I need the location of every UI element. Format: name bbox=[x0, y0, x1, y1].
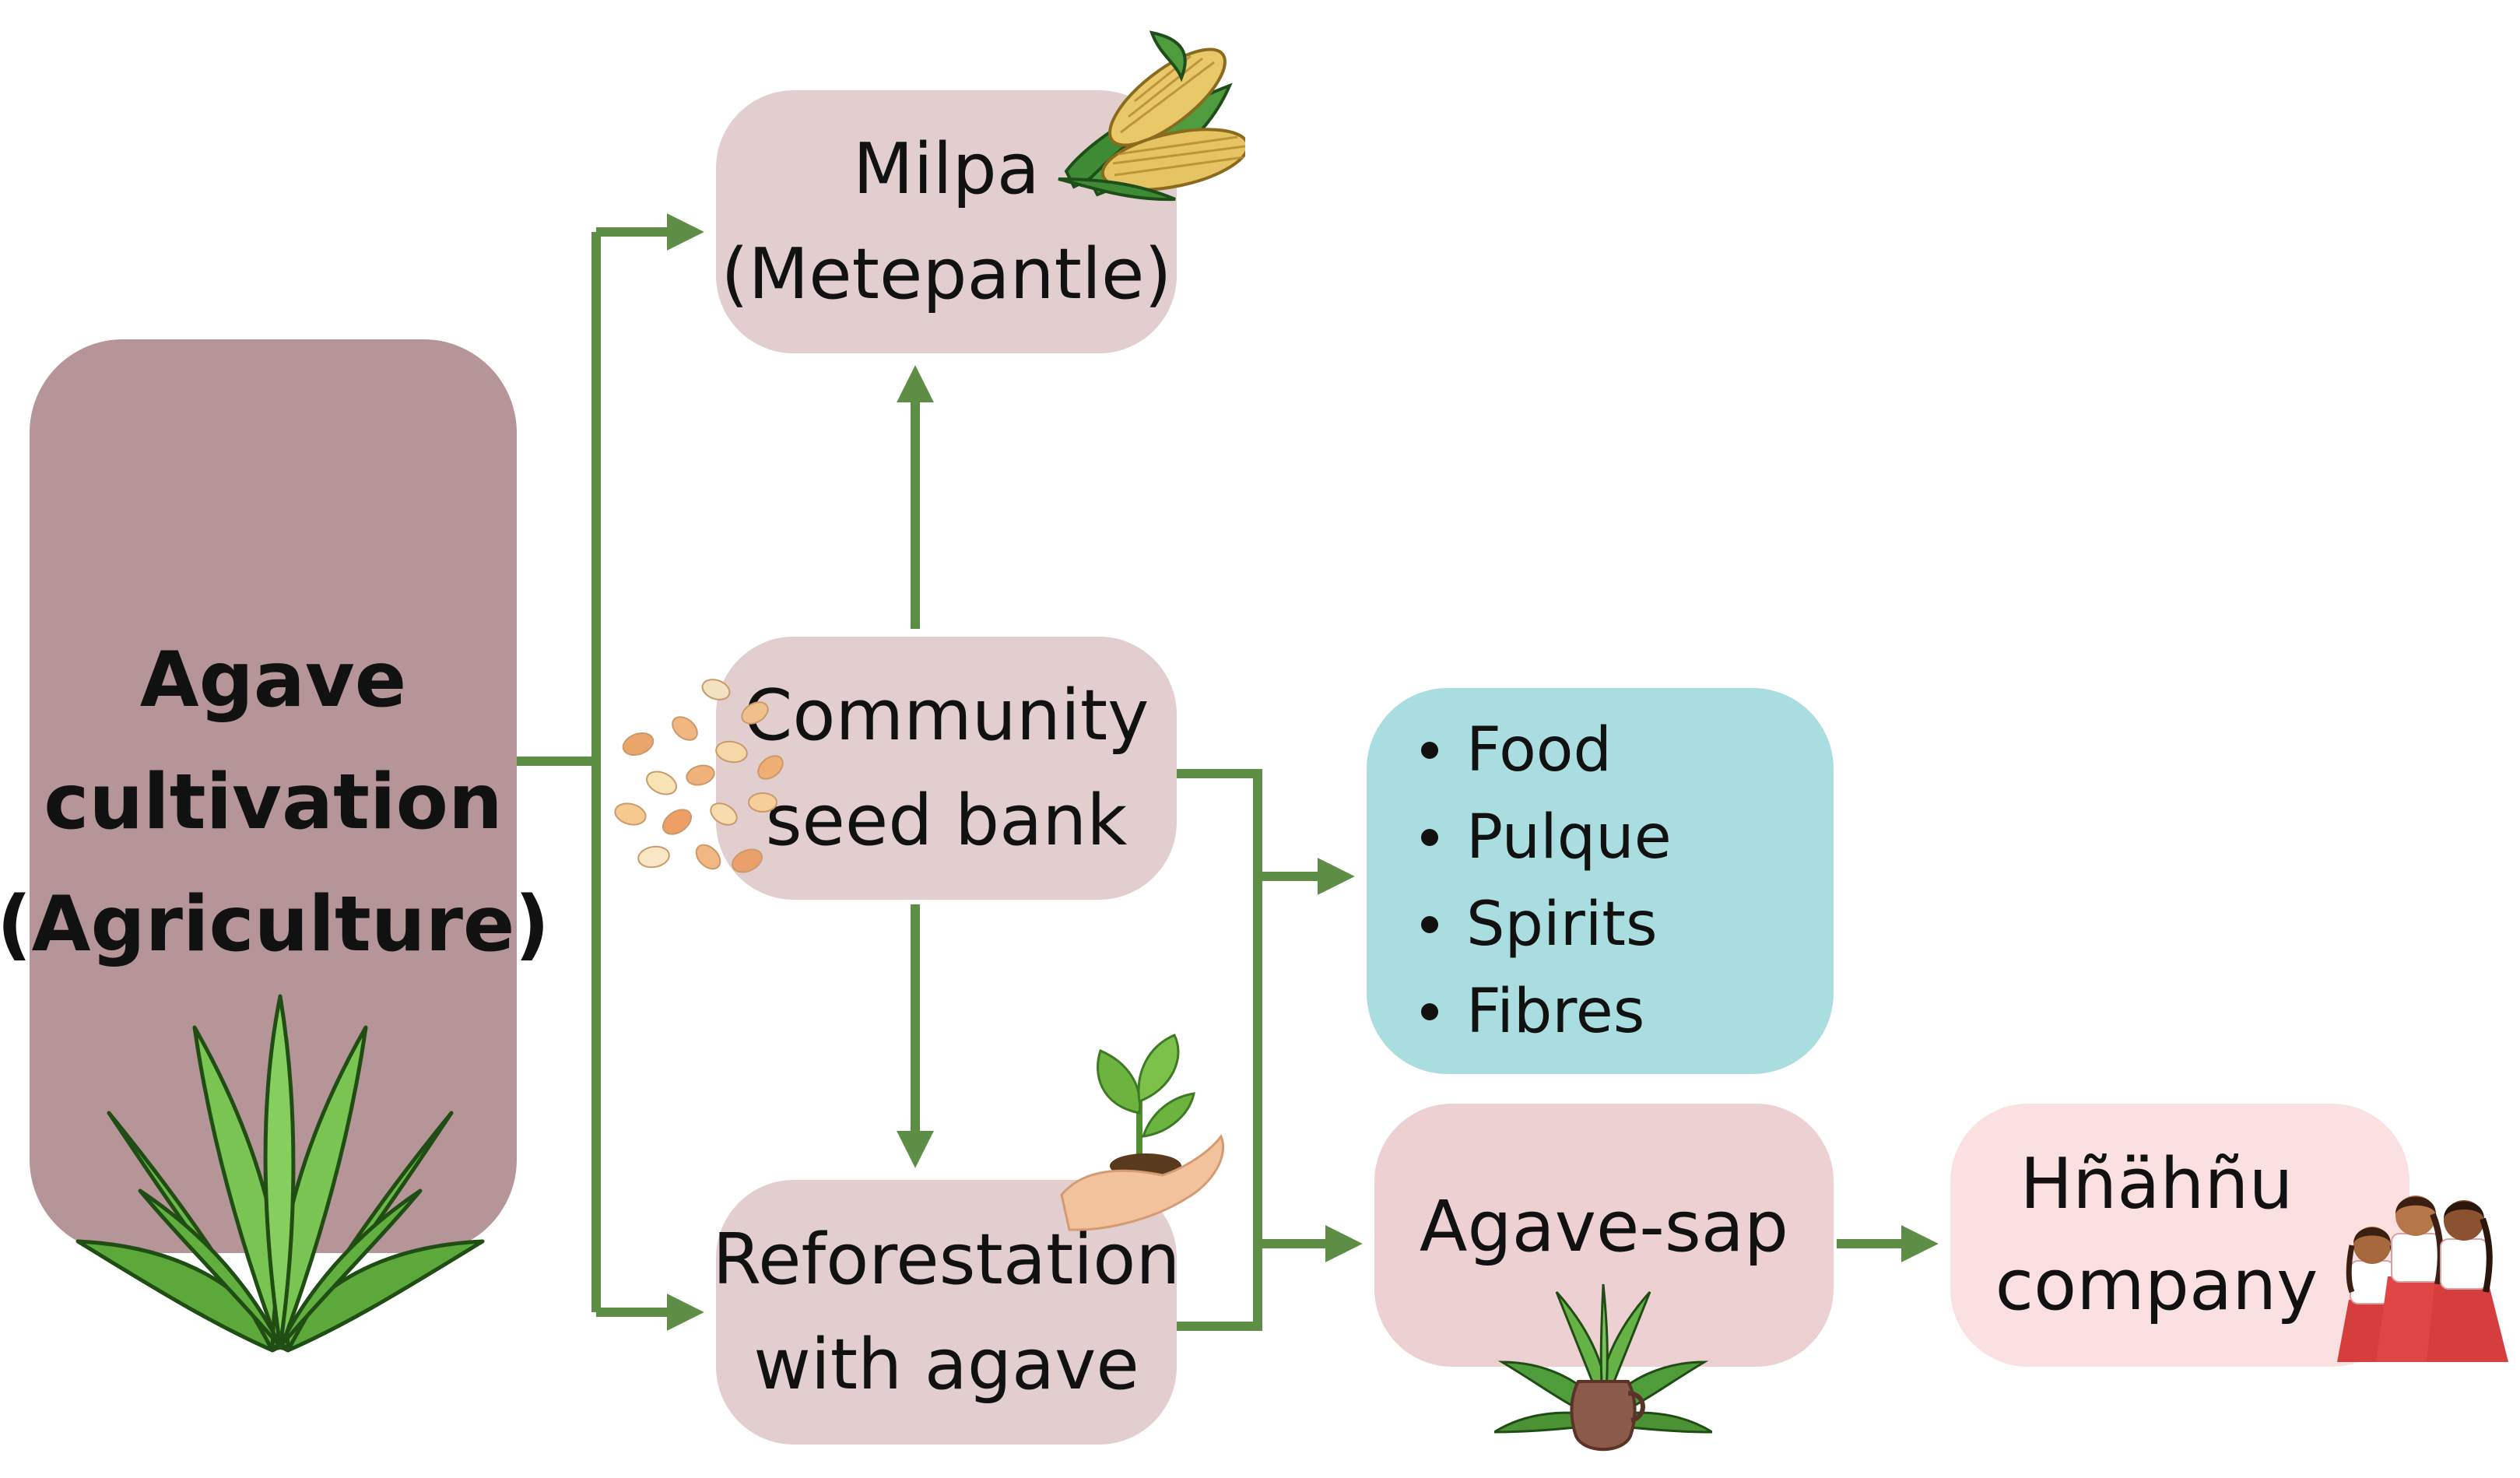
agave-cultivation-line-2: cultivation bbox=[44, 757, 503, 847]
node-milpa: Milpa (Metepantle) bbox=[716, 90, 1177, 353]
node-community-seed-bank: Community seed bank bbox=[716, 637, 1177, 900]
agave-cultivation-line-1: Agave bbox=[139, 636, 407, 725]
bullet-icon bbox=[1421, 742, 1438, 759]
agave-plant-icon bbox=[75, 994, 485, 1353]
hnahnu-label: Hñähñu company bbox=[1995, 1134, 2318, 1337]
product-item: Pulque bbox=[1421, 794, 1672, 881]
products-list: Food Pulque Spirits Fibres bbox=[1367, 707, 1672, 1055]
bullet-icon bbox=[1421, 829, 1438, 846]
reforestation-line-1: Reforestation bbox=[712, 1219, 1181, 1301]
agave-with-pot-icon bbox=[1494, 1283, 1712, 1452]
node-products: Food Pulque Spirits Fibres bbox=[1367, 688, 1834, 1074]
milpa-line-2: (Metepantle) bbox=[721, 233, 1172, 315]
agave-cultivation-line-3: (Agriculture) bbox=[0, 879, 550, 969]
seed-bank-line-2: seed bank bbox=[765, 780, 1128, 862]
milpa-label: Milpa (Metepantle) bbox=[721, 117, 1172, 327]
product-item-label: Food bbox=[1466, 715, 1613, 785]
agave-sap-label: Agave-sap bbox=[1419, 1186, 1789, 1269]
milpa-line-1: Milpa bbox=[853, 128, 1040, 210]
reforestation-label: Reforestation with agave bbox=[713, 1207, 1181, 1417]
hnahnu-line-2: company bbox=[1995, 1245, 2318, 1326]
product-item: Food bbox=[1421, 707, 1672, 794]
seedling-in-hand-icon bbox=[1060, 1034, 1225, 1231]
seed-bank-label: Community seed bank bbox=[744, 663, 1149, 873]
product-item: Fibres bbox=[1421, 968, 1672, 1055]
bullet-icon bbox=[1421, 916, 1438, 933]
corn-icon bbox=[1058, 30, 1245, 202]
seeds-icon bbox=[614, 679, 784, 873]
reforestation-line-2: with agave bbox=[753, 1324, 1139, 1406]
seed-bank-line-1: Community bbox=[743, 675, 1149, 757]
product-item-label: Fibres bbox=[1466, 977, 1645, 1047]
hnahnu-line-1: Hñähñu bbox=[2020, 1143, 2294, 1225]
agave-cultivation-label: Agave cultivation (Agriculture) bbox=[0, 620, 549, 985]
bullet-icon bbox=[1421, 1003, 1438, 1020]
node-hnahnu-company: Hñähñu company bbox=[1950, 1104, 2409, 1367]
product-item-label: Spirits bbox=[1466, 890, 1658, 960]
women-group-icon bbox=[2337, 1195, 2508, 1362]
product-item-label: Pulque bbox=[1466, 802, 1672, 872]
product-item: Spirits bbox=[1421, 881, 1672, 968]
